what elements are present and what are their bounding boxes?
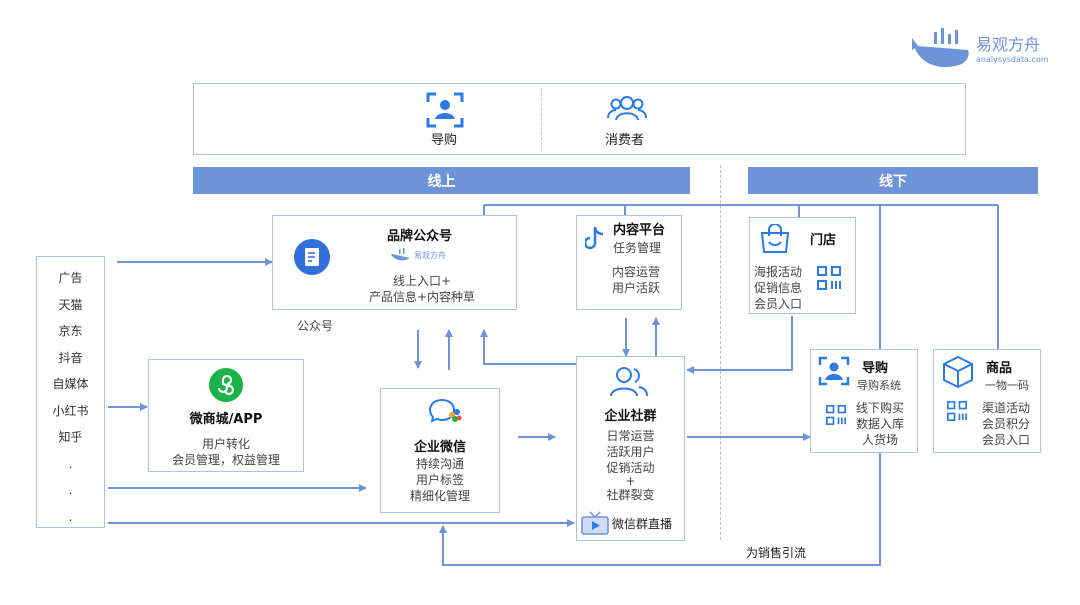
online-offline-divider	[720, 165, 721, 540]
channel-zhihu: 知乎	[58, 430, 83, 444]
wecom-box	[380, 388, 500, 513]
consumer-icon	[607, 96, 647, 121]
product-box-title: 商品	[986, 361, 1013, 376]
guide-qr-icon	[826, 405, 846, 425]
guide-box-icon	[818, 356, 850, 386]
wecom-line3: 精细化管理	[409, 489, 470, 503]
wecom-line1: 持续沟通	[415, 457, 464, 471]
qr-code-icon	[817, 266, 841, 290]
mini-mall-line2: 会员管理，权益管理	[171, 453, 280, 467]
brand-account-caption: 公众号	[297, 319, 334, 333]
channels-list: 广告 天猫 京东 抖音 自媒体 小红书 知乎 . . .	[36, 256, 105, 528]
shopping-bag-icon	[760, 224, 790, 253]
community-line1: 日常运营	[606, 429, 655, 443]
guide-box-subtitle: 导购系统	[857, 379, 901, 392]
community-line4: 社群裂变	[606, 488, 655, 502]
wecom-line2: 用户标签	[415, 473, 464, 487]
guide-label: 导购	[431, 133, 458, 148]
brand-account-line1: 线上入口+	[392, 274, 452, 288]
mini-mall-info: 用户转化 会员管理，权益管理	[148, 436, 304, 468]
brand-account-line2: 产品信息+内容种草	[368, 290, 476, 304]
product-qr-icon	[947, 401, 967, 421]
store-line3: 会员入口	[754, 297, 803, 311]
channel-ellipsis-3: .	[68, 509, 73, 524]
brand-account-logo-text: 易观方舟	[414, 250, 446, 260]
store-info: 海报活动 促销信息 会员入口	[754, 264, 810, 312]
store-line1: 海报活动	[754, 265, 803, 279]
content-platform-box	[576, 215, 682, 310]
whale-small-icon	[391, 248, 410, 261]
guide-box-line2: 数据入库	[855, 417, 904, 431]
bottom-label: 为销售引流	[746, 546, 807, 560]
community-live: 微信群直播	[612, 517, 673, 531]
channel-ellipsis-2: .	[68, 483, 73, 497]
channel-xiaohongshu: 小红书	[52, 403, 89, 418]
whale-logo-icon	[912, 28, 969, 68]
roles-box	[193, 83, 966, 155]
channel-jd: 京东	[58, 324, 83, 338]
content-platform-title: 内容平台	[613, 223, 666, 238]
channel-ads: 广告	[58, 271, 83, 285]
community-info: 日常运营 活跃用户 促销活动 + 社群裂变	[576, 428, 685, 503]
mini-program-icon	[209, 368, 243, 402]
store-line2: 促销信息	[754, 281, 803, 295]
logo: 易观方舟 analysysdata.com	[910, 24, 1060, 74]
offline-bar: 线下	[748, 167, 1038, 194]
content-platform-line2: 用户活跃	[611, 281, 660, 295]
consumer-label: 消费者	[605, 133, 645, 148]
community-box	[576, 356, 685, 541]
article-icon	[294, 239, 330, 275]
guide-box	[810, 349, 918, 453]
brand-account-title: 品牌公众号	[387, 229, 453, 244]
content-platform-subtitle: 任务管理	[613, 241, 662, 255]
community-icon	[610, 367, 648, 397]
logo-name: 易观方舟	[976, 35, 1041, 54]
product-box-line1: 渠道活动	[981, 401, 1030, 415]
roles-divider	[541, 88, 542, 150]
guide-box-line1: 线下购买	[855, 401, 904, 415]
mini-mall-title: 微商城/APP	[189, 412, 263, 427]
store-title: 门店	[810, 233, 837, 248]
community-line2: 活跃用户	[606, 445, 655, 459]
community-plus: +	[625, 474, 636, 488]
guide-box-info: 线下购买 数据入库 人货场	[850, 400, 910, 448]
guide-box-line3: 人货场	[861, 433, 898, 447]
content-platform-line1: 内容运营	[611, 265, 660, 279]
product-box-line2: 会员积分	[981, 417, 1030, 431]
wecom-icon	[428, 398, 462, 423]
channel-tmall: 天猫	[58, 297, 83, 312]
tiktok-icon	[585, 227, 604, 250]
product-box-line3: 会员入口	[981, 433, 1030, 447]
guide-icon	[426, 92, 464, 128]
online-bar: 线上	[193, 167, 690, 194]
community-line3: 促销活动	[606, 461, 655, 475]
guide-box-title: 导购	[862, 361, 889, 376]
product-box-info: 渠道活动 会员积分 会员入口	[976, 400, 1036, 448]
channel-ellipsis-1: .	[68, 456, 73, 471]
live-tv-icon	[581, 511, 609, 535]
wecom-title: 企业微信	[413, 440, 466, 455]
product-box-subtitle: 一物一码	[985, 379, 1029, 392]
channel-self-media: 自媒体	[52, 377, 89, 391]
brand-account-info: 线上入口+ 产品信息+内容种草	[352, 273, 492, 305]
wecom-info: 持续沟通 用户标签 精细化管理	[380, 456, 500, 504]
community-title: 企业社群	[604, 409, 657, 424]
channel-douyin: 抖音	[58, 350, 83, 365]
mini-mall-line1: 用户转化	[201, 437, 250, 451]
brand-account-logo: 易观方舟	[390, 248, 446, 262]
logo-url: analysysdata.com	[976, 55, 1049, 64]
product-cube-icon	[943, 355, 973, 389]
content-platform-info: 内容运营 用户活跃	[596, 264, 676, 296]
